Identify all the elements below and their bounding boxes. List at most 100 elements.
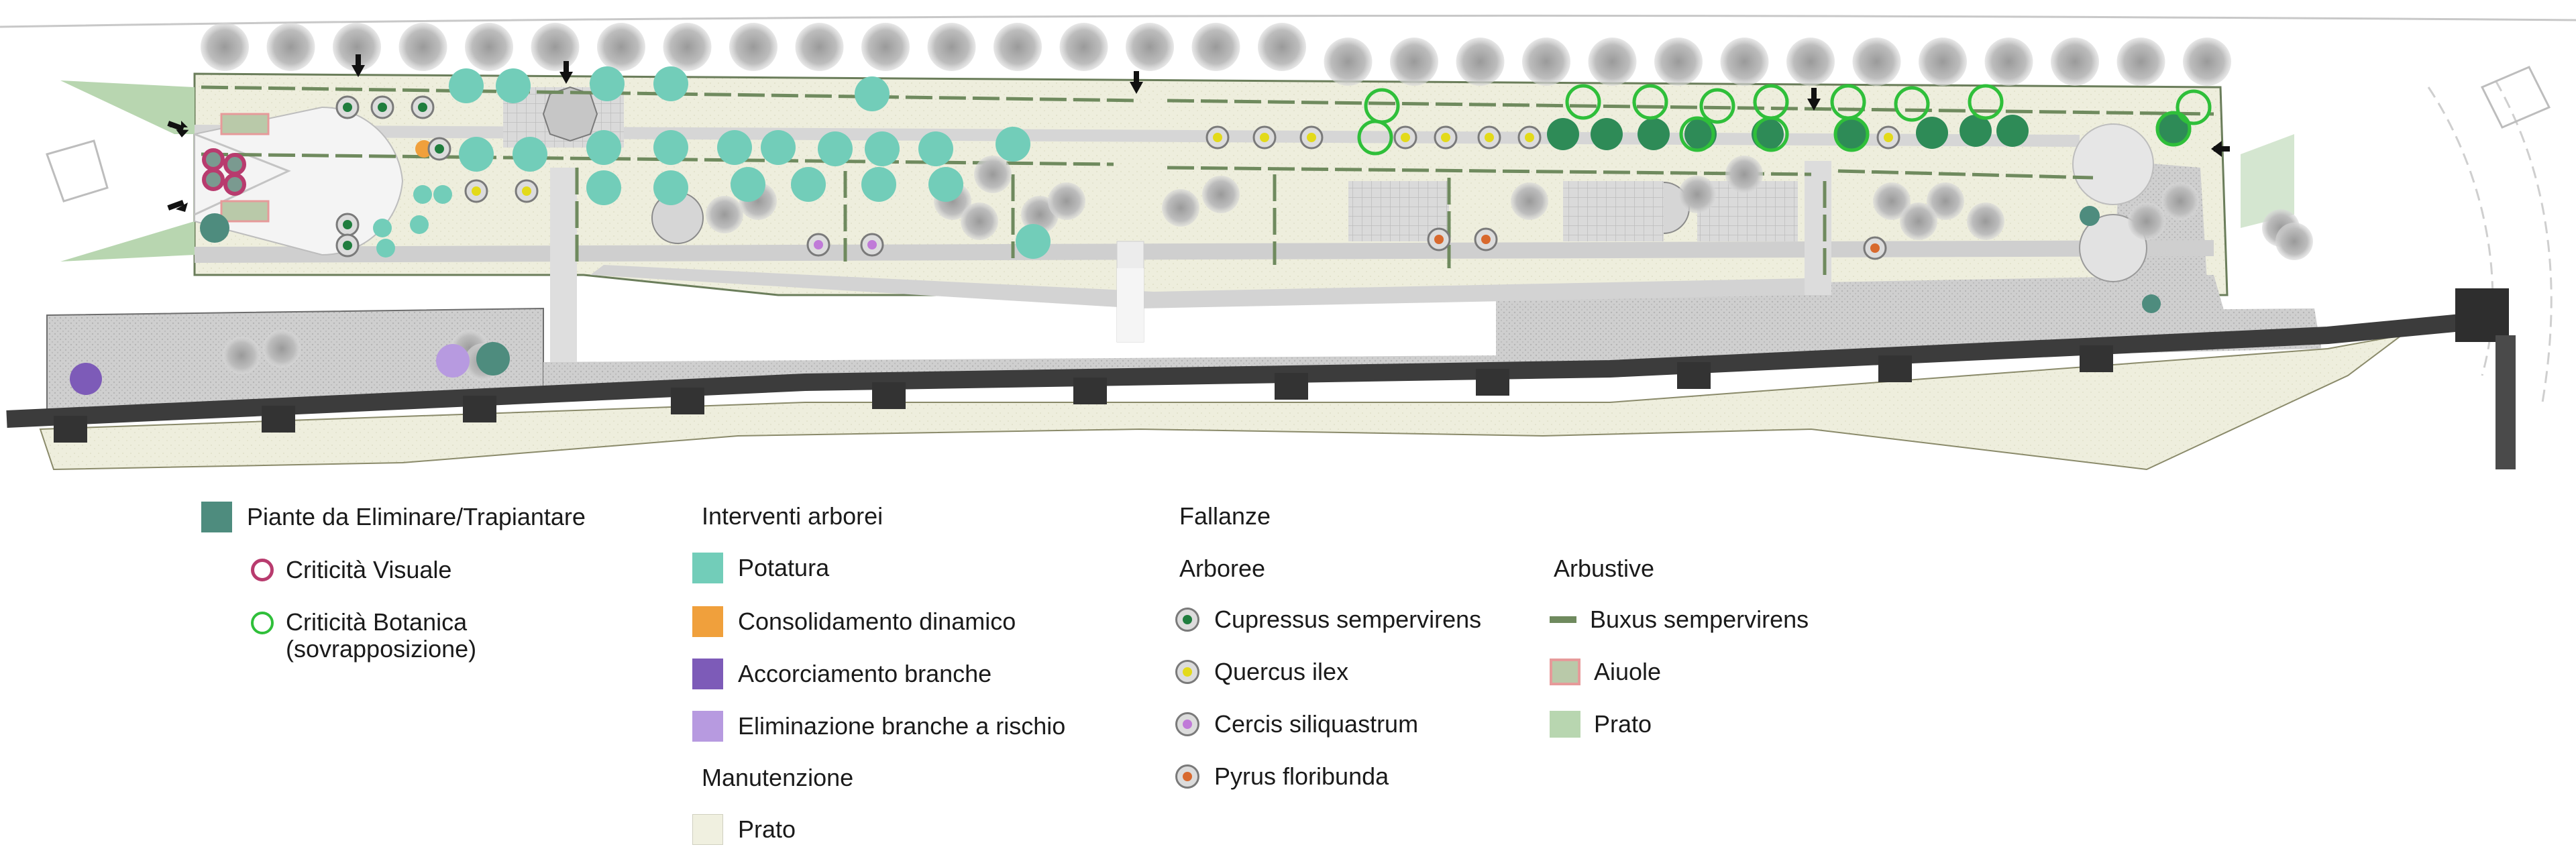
existing-tree-icon: [1258, 23, 1306, 71]
legend-label: Potatura: [738, 554, 830, 581]
swatch-icon: [692, 711, 723, 742]
existing-tree-icon: [1873, 182, 1911, 220]
tree-dot-icon: [1175, 764, 1199, 789]
arrow-icon: [168, 121, 188, 127]
existing-tree-icon: [795, 23, 844, 71]
existing-tree-icon: [1162, 189, 1199, 227]
fallanza-cercis-icon: [867, 240, 877, 249]
map-legend: Piante da Eliminare/Trapiantare Criticit…: [0, 496, 2576, 857]
legend-label: Quercus ilex: [1214, 658, 1349, 685]
tree-eliminare-icon: [2142, 294, 2161, 313]
ring-visuale-icon: [223, 153, 246, 176]
tree-potatura-icon: [928, 167, 963, 202]
existing-tree-icon: [1852, 38, 1901, 86]
ring-botanica-icon: [1894, 86, 1930, 122]
legend-heading-arbustive: Arbustive: [1554, 555, 1655, 582]
tree-cupressus-icon: [1752, 118, 1784, 150]
tree-potatura-icon: [861, 167, 896, 202]
tree-potatura-icon: [586, 170, 621, 205]
arrow-icon: [352, 54, 365, 77]
existing-tree-icon: [465, 23, 513, 71]
tree-potatura-icon: [1016, 224, 1051, 259]
existing-tree-icon: [1202, 176, 1240, 213]
legend-item-accorciamento: Accorciamento branche: [692, 659, 991, 689]
legend-label: Pyrus floribunda: [1214, 762, 1389, 790]
fallanza-quercus-icon: [1260, 133, 1269, 142]
existing-tree-icon: [2116, 38, 2165, 86]
legend-item-eliminazione: Eliminazione branche a rischio: [692, 711, 1065, 742]
existing-tree-icon: [223, 337, 260, 374]
existing-tree-icon: [2183, 38, 2231, 86]
legend-item-cercis: Cercis siliquastrum: [1175, 711, 1418, 738]
legend-heading-manutenzione: Manutenzione: [702, 764, 854, 791]
tree-cupressus-icon: [1916, 117, 1948, 149]
tree-cupressus-icon: [1835, 117, 1868, 149]
tree-potatura-icon: [818, 131, 853, 166]
legend-label: Prato: [738, 815, 796, 843]
fallanza-quercus-icon: [522, 186, 531, 196]
legend-label: Cercis siliquastrum: [1214, 710, 1419, 738]
access-arrows: [167, 54, 2230, 212]
tree-potatura-icon: [761, 130, 796, 165]
tree-cupressus-icon: [1547, 118, 1579, 150]
existing-tree-icon: [1191, 23, 1240, 71]
fallanza-quercus-icon: [1307, 133, 1316, 142]
legend-label: (sovrapposizione): [286, 635, 477, 663]
tree-dot-icon: [1175, 712, 1199, 736]
tree-cupressus-icon: [1996, 115, 2029, 147]
existing-tree-icon: [729, 23, 777, 71]
fallanza-pyrus-icon: [1481, 235, 1491, 244]
legend-label: Aiuole: [1594, 658, 1662, 685]
existing-tree-icon: [398, 23, 447, 71]
legend-label: Consolidamento dinamico: [738, 608, 1016, 635]
hedge-line-icon: [1550, 616, 1576, 623]
ring-visuale-icon: [202, 148, 225, 171]
tree-potatura-icon: [653, 66, 688, 101]
fallanza-quercus-icon: [1485, 133, 1494, 142]
existing-tree-icon: [1126, 23, 1174, 71]
existing-tree-icon: [2275, 223, 2313, 260]
legend-item-quercus: Quercus ilex: [1175, 659, 1348, 685]
fallanza-cupressus-icon: [418, 103, 427, 112]
tree-cupressus-icon: [2157, 113, 2190, 145]
existing-tree-icon: [663, 23, 712, 71]
existing-tree-icon: [333, 23, 381, 71]
existing-tree-icon: [1919, 38, 1967, 86]
legend-item-buxus: Buxus sempervirens: [1550, 606, 1809, 633]
ring-botanica-icon: [1632, 84, 1668, 120]
existing-tree-icon: [2051, 38, 2099, 86]
tree-eliminazione-icon: [436, 344, 470, 378]
ring-botanica-icon: [1679, 116, 1715, 152]
existing-trees: [201, 23, 2313, 381]
garden-plan-map: [0, 14, 2576, 471]
tree-potatura-icon: [459, 137, 494, 172]
legend-item-consolidamento: Consolidamento dinamico: [692, 606, 1016, 637]
ring-botanica-icon: [1699, 88, 1735, 124]
tree-dot-icon: [1175, 608, 1199, 632]
existing-tree-icon: [1725, 156, 1763, 193]
existing-tree-icon: [994, 23, 1042, 71]
arrow-icon: [559, 61, 573, 84]
legend-label: Prato: [1594, 710, 1652, 738]
existing-tree-icon: [1900, 203, 1937, 240]
existing-tree-icon: [1678, 176, 1716, 213]
existing-tree-icon: [1588, 38, 1637, 86]
legend-item-da-eliminare: Piante da Eliminare/Trapiantare: [201, 502, 586, 532]
tree-potatura-icon: [918, 131, 953, 166]
legend-label: Eliminazione branche a rischio: [738, 712, 1066, 740]
existing-tree-icon: [1654, 38, 1703, 86]
legend-label: Criticità Visuale: [286, 556, 452, 583]
tree-potatura-icon: [653, 170, 688, 205]
tree-potatura-icon: [717, 130, 752, 165]
existing-tree-icon: [1967, 203, 2004, 240]
tree-potatura-icon: [586, 130, 621, 165]
tree-cupressus-icon: [1960, 115, 1992, 147]
existing-tree-icon: [531, 23, 580, 71]
tree-interventions: [70, 66, 2212, 395]
legend-heading-arboree: Arboree: [1179, 555, 1266, 582]
tree-potatura-icon: [590, 66, 625, 101]
fallanza-quercus-icon: [1213, 133, 1222, 142]
ring-botanica-icon: [1753, 116, 1789, 152]
swatch-icon: [692, 553, 723, 583]
ring-botanica-icon: [1565, 84, 1601, 120]
